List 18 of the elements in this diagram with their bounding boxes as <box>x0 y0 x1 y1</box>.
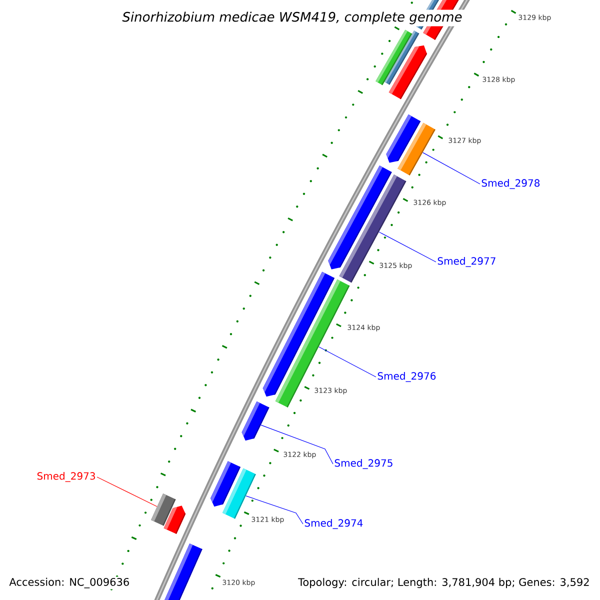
gene-block <box>242 401 270 441</box>
gene-label: Smed_2975 <box>334 459 392 469</box>
leader-line <box>260 424 334 464</box>
leader-line <box>422 152 480 184</box>
gene-label: Smed_2977 <box>438 257 496 267</box>
gene-label: Smed_2976 <box>378 372 436 382</box>
leader-line <box>318 346 376 378</box>
title: Sinorhizobium medicae WSM419, complete genome <box>120 10 464 26</box>
gene-block <box>398 122 436 176</box>
genome-summary-text: Topology: circular; Length: 3,781,904 bp; Genes: 3,592 <box>297 576 591 590</box>
accession-text: Accession: NC_009636 <box>8 576 131 590</box>
leader-line <box>96 476 158 507</box>
gene-label: Smed_2973 <box>37 472 95 482</box>
leader-line <box>246 496 304 524</box>
gene-block <box>150 494 176 526</box>
leader-line <box>378 232 436 262</box>
gene-label: Smed_2978 <box>482 179 540 189</box>
gene-label: Smed_2974 <box>304 519 363 529</box>
